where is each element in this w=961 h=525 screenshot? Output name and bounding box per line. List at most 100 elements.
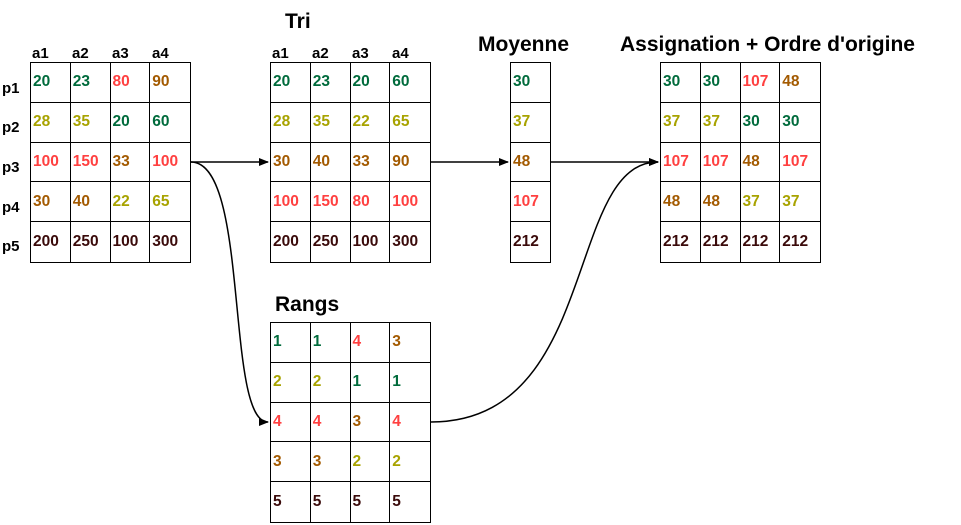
sorted-cell: 20 xyxy=(350,63,391,103)
mean-cell: 48 xyxy=(511,143,550,183)
ranks-cell: 3 xyxy=(390,323,430,363)
input-cell: 20 xyxy=(110,102,151,143)
sorted-cell: 100 xyxy=(271,182,311,223)
sorted-cell: 200 xyxy=(271,222,311,262)
sorted-cell: 60 xyxy=(390,63,430,103)
input-cell: 80 xyxy=(110,63,151,103)
ranks-cell: 2 xyxy=(310,362,351,403)
assign-cell: 37 xyxy=(661,102,701,143)
sorted-cell: 23 xyxy=(310,63,351,103)
ranks-cell: 1 xyxy=(310,323,351,363)
assign-cell: 212 xyxy=(661,222,701,262)
mean-cell: 107 xyxy=(511,182,550,223)
input-col-header: a3 xyxy=(112,45,129,62)
ranks-cell: 4 xyxy=(350,323,391,363)
sorted-cell: 30 xyxy=(271,142,311,183)
sorted-cell: 40 xyxy=(310,142,351,183)
ranks-title: Rangs xyxy=(275,293,340,316)
row-header: p1 xyxy=(2,80,20,97)
arrow-input-to-ranks xyxy=(190,161,269,426)
sorted-cell: 100 xyxy=(351,222,391,262)
assign-cell: 107 xyxy=(661,142,701,183)
assign-cell: 37 xyxy=(700,102,741,143)
sorted-title: Tri xyxy=(285,10,311,33)
sorted-cell: 150 xyxy=(310,182,351,223)
assign-cell: 30 xyxy=(661,63,701,103)
assign-cell: 30 xyxy=(740,102,781,143)
sorted-cell: 65 xyxy=(390,103,430,143)
assign-cell: 48 xyxy=(740,142,781,183)
arrow-ranks-to-assign xyxy=(430,158,659,423)
input-col-header: a1 xyxy=(32,45,49,62)
mean-cell: 30 xyxy=(511,63,550,103)
assign-cell: 48 xyxy=(780,63,820,103)
sorted-cell: 80 xyxy=(350,182,391,223)
row-header: p4 xyxy=(2,199,20,216)
assign-cell: 30 xyxy=(780,103,820,143)
input-cell: 23 xyxy=(70,63,111,103)
ranks-cell: 4 xyxy=(390,403,430,443)
sorted-cell: 35 xyxy=(310,102,351,143)
input-cell: 28 xyxy=(31,102,71,143)
input-cell: 300 xyxy=(152,233,179,251)
ranks-cell: 5 xyxy=(311,482,351,522)
ranks-cell: 2 xyxy=(350,442,391,483)
assign-cell: 37 xyxy=(780,182,820,223)
assign-cell: 212 xyxy=(701,222,741,262)
ranks-cell: 4 xyxy=(271,402,311,443)
input-cell: 100 xyxy=(111,222,151,262)
assign-cell: 48 xyxy=(661,182,701,223)
sorted-cell: 250 xyxy=(311,222,351,262)
ranks-cell: 1 xyxy=(350,362,391,403)
sorted-cell: 33 xyxy=(350,142,391,183)
assign-cell: 107 xyxy=(740,63,781,103)
ranks-cell: 2 xyxy=(390,442,430,483)
sorted-cell: 28 xyxy=(271,102,311,143)
ranks-cell: 3 xyxy=(310,442,351,483)
input-cell: 200 xyxy=(31,222,71,262)
mean-cell: 212 xyxy=(513,233,539,251)
ranks-cell: 4 xyxy=(310,402,351,443)
ranks-cell: 1 xyxy=(390,363,430,403)
sorted-cell: 100 xyxy=(390,182,430,223)
sorted-cell: 20 xyxy=(271,63,311,103)
sorted-col-header: a2 xyxy=(312,45,329,62)
assign-cell: 48 xyxy=(700,182,741,223)
ranks-cell: 3 xyxy=(350,402,391,443)
sorted-col-header: a1 xyxy=(272,45,289,62)
input-cell: 40 xyxy=(70,182,111,223)
input-col-header: a4 xyxy=(152,45,169,62)
ranks-cell: 5 xyxy=(351,482,391,522)
input-cell: 60 xyxy=(150,103,190,143)
assign-cell: 107 xyxy=(700,142,741,183)
assign-cell: 30 xyxy=(700,63,741,103)
row-header: p3 xyxy=(2,159,20,176)
input-cell: 22 xyxy=(110,182,151,223)
input-cell: 90 xyxy=(150,63,190,103)
ranks-cell: 5 xyxy=(271,482,311,522)
ranks-cell: 3 xyxy=(271,442,311,483)
ranks-cell: 5 xyxy=(392,493,401,511)
input-cell: 33 xyxy=(110,142,151,183)
input-col-header: a2 xyxy=(72,45,89,62)
sorted-cell: 300 xyxy=(392,233,419,251)
input-cell: 65 xyxy=(150,182,190,223)
input-cell: 250 xyxy=(71,222,111,262)
input-cell: 35 xyxy=(70,102,111,143)
assign-cell: 37 xyxy=(740,182,781,223)
input-cell: 30 xyxy=(31,182,71,223)
input-cell: 20 xyxy=(31,63,71,103)
sorted-col-header: a3 xyxy=(352,45,369,62)
row-header: p2 xyxy=(2,119,20,136)
ranks-cell: 2 xyxy=(271,362,311,403)
input-cell: 100 xyxy=(31,142,71,183)
input-cell: 150 xyxy=(70,142,111,183)
mean-title: Moyenne xyxy=(478,33,570,56)
assign-cell: 212 xyxy=(782,233,809,251)
assign-title: Assignation + Ordre d'origine xyxy=(620,33,915,56)
